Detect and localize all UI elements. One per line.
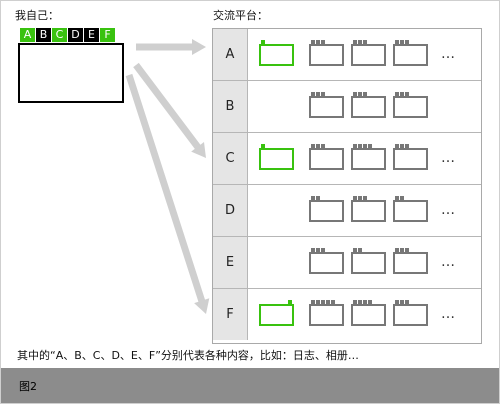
row-ellipsis: …: [441, 202, 455, 218]
row-letter: D: [213, 185, 248, 236]
row-ellipsis: …: [441, 150, 455, 166]
caption: 其中的“A、B、C、D、E、F”分别代表各种内容，比如：日志、相册…: [17, 349, 359, 362]
row-ellipsis: …: [441, 254, 455, 270]
row-ellipsis: …: [441, 306, 455, 322]
platform-label: 交流平台：: [213, 9, 268, 22]
highlight-folder-icon: [259, 300, 294, 326]
gray-folder-icon: [351, 248, 386, 274]
highlight-folder-icon: [259, 144, 294, 170]
row-letter: E: [213, 237, 248, 288]
gray-folder-icon: [309, 248, 344, 274]
self-tab-b: B: [36, 28, 51, 42]
platform-row-b: B: [213, 81, 481, 133]
gray-folder-icon: [351, 92, 386, 118]
gray-folder-icon: [309, 196, 344, 222]
arrow-to-f: [125, 73, 210, 315]
gray-folder-icon: [393, 248, 428, 274]
gray-folder-icon: [351, 196, 386, 222]
self-tab-e: E: [84, 28, 99, 42]
gray-folder-icon: [351, 300, 386, 326]
footer-bar: 图2: [1, 368, 499, 403]
platform-row-f: F…: [213, 289, 481, 340]
platform-row-a: A…: [213, 29, 481, 81]
row-letter: B: [213, 81, 248, 132]
self-content-box: [18, 43, 124, 103]
row-letter: F: [213, 289, 248, 340]
row-items: [309, 248, 428, 274]
self-tab-c: C: [52, 28, 67, 42]
gray-folder-icon: [351, 40, 386, 66]
gray-folder-icon: [393, 196, 428, 222]
row-items: [259, 144, 428, 170]
platform-row-e: E…: [213, 237, 481, 289]
row-items: [309, 196, 428, 222]
arrow-to-a: [136, 39, 206, 55]
figure-label: 图2: [19, 380, 37, 393]
platform-row-d: D…: [213, 185, 481, 237]
row-items: [309, 92, 428, 118]
gray-folder-icon: [393, 144, 428, 170]
row-ellipsis: …: [441, 46, 455, 62]
gray-folder-icon: [309, 92, 344, 118]
self-tab-d: D: [68, 28, 83, 42]
arrow-to-c: [133, 62, 206, 158]
platform-row-c: C…: [213, 133, 481, 185]
row-letter: C: [213, 133, 248, 184]
gray-folder-icon: [309, 144, 344, 170]
self-tab-f: F: [100, 28, 115, 42]
row-items: [259, 300, 428, 326]
gray-folder-icon: [309, 40, 344, 66]
gray-folder-icon: [309, 300, 344, 326]
self-tab-a: A: [20, 28, 35, 42]
gray-folder-icon: [393, 40, 428, 66]
self-label: 我自己：: [15, 9, 59, 22]
highlight-folder-icon: [259, 40, 294, 66]
gray-folder-icon: [393, 300, 428, 326]
gray-folder-icon: [393, 92, 428, 118]
row-letter: A: [213, 29, 248, 80]
gray-folder-icon: [351, 144, 386, 170]
row-items: [259, 40, 428, 66]
